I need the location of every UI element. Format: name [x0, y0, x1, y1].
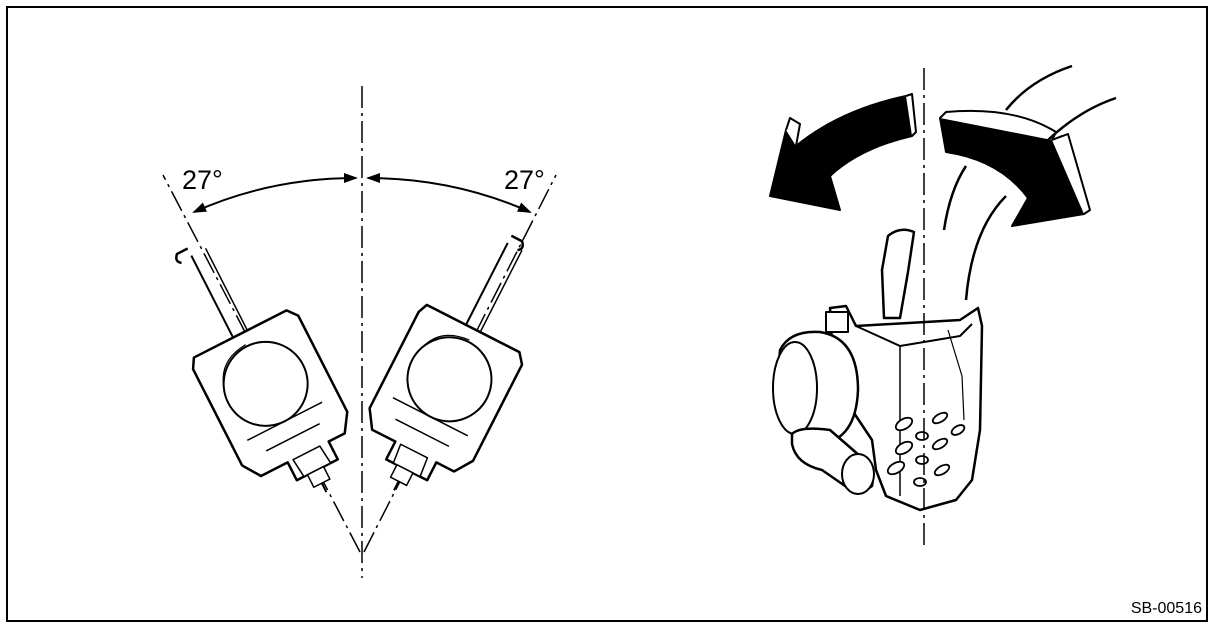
- sensor-tilted-right-icon: [368, 234, 524, 491]
- left-angle-label: 27°: [182, 165, 223, 195]
- curved-double-arrow-icon: [769, 93, 1091, 227]
- right-angle-arc: [366, 173, 532, 213]
- right-angle-label: 27°: [504, 165, 545, 195]
- angle-construction: [162, 86, 557, 578]
- housing-slots: [886, 411, 966, 487]
- figure-frame: [6, 6, 1208, 622]
- left-angle-arc: [192, 173, 358, 213]
- harness-cable: [942, 64, 1117, 301]
- reference-code: SB-00516: [1130, 600, 1202, 617]
- sensor-tilted-left-icon: [175, 247, 349, 493]
- sensor-assembly-icon: [772, 228, 984, 512]
